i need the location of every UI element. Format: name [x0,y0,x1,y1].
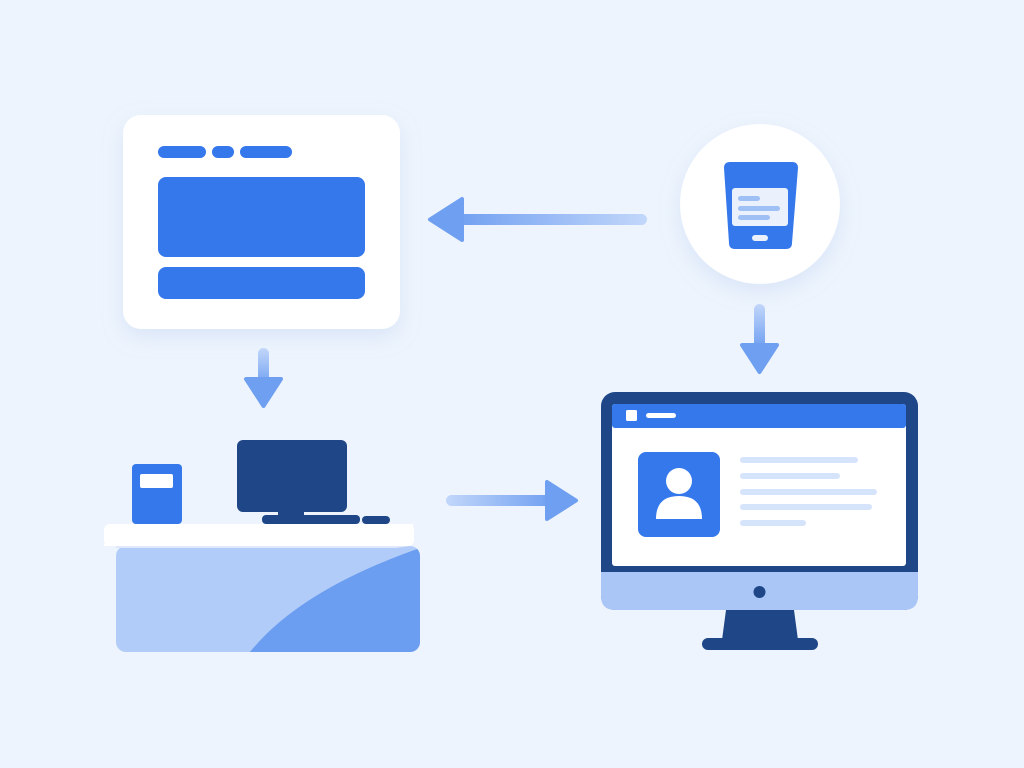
mobile-phone-circle [680,124,840,284]
desktop-monitor [601,392,918,650]
front-desk-computer-icon [132,440,390,524]
arrow-left [428,197,647,242]
reception-desk [104,440,420,652]
arrow-right [446,480,578,521]
arrow-down-left [244,348,283,408]
arrow-down-right [740,304,779,374]
webpage-layout-icon [158,146,365,299]
web-page-card [123,115,400,329]
mobile-phone-icon [724,162,798,249]
user-profile-monitor-icon [612,404,906,537]
